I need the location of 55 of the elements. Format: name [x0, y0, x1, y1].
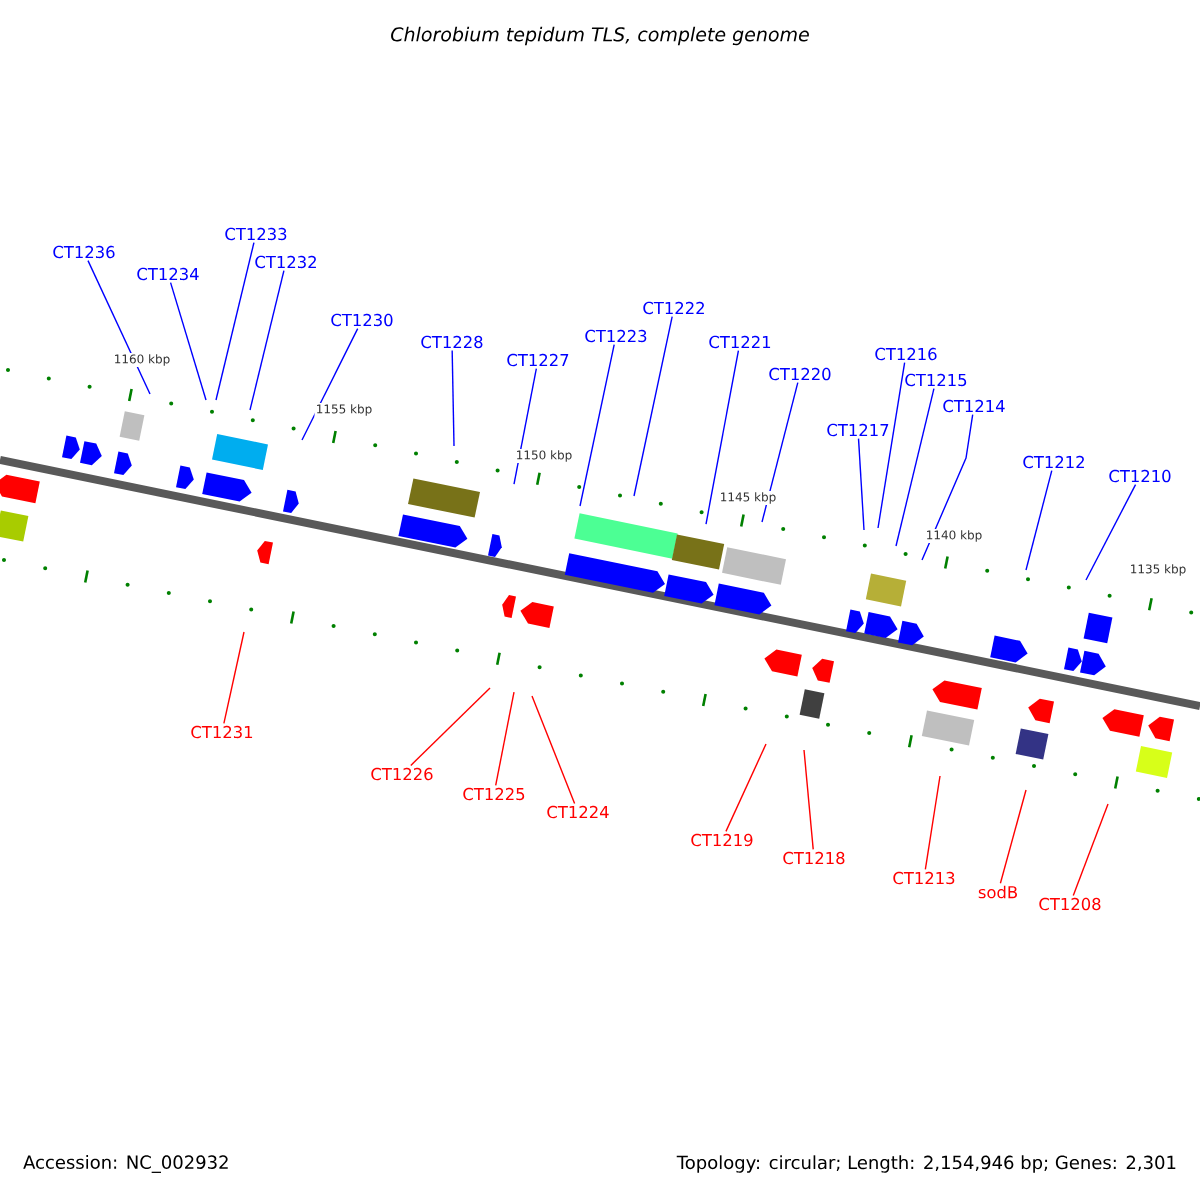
leader-line [761, 381, 799, 523]
leader-line [924, 775, 941, 871]
gene-label: CT1232 [255, 255, 316, 269]
gene-label: CT1228 [421, 335, 483, 349]
leader-line [921, 413, 974, 561]
gene-label: CT1230 [331, 313, 393, 327]
gene-label: CT1227 [507, 353, 569, 367]
gene-label: CT1220 [769, 367, 831, 381]
gene-label: CT1222 [643, 301, 704, 315]
gene-label: CT1226 [371, 767, 433, 781]
gene-label: CT1213 [893, 871, 955, 885]
leader-line [513, 367, 538, 485]
leader-line [410, 687, 491, 767]
gene-label: CT1221 [709, 335, 771, 349]
leader-line [579, 343, 615, 507]
gene-label: CT1212 [1023, 455, 1084, 469]
footer-text: Accession: NC_002932 [23, 1155, 228, 1173]
gene-label: CT1217 [827, 423, 889, 437]
leader-line [215, 241, 255, 401]
gene-label: CT1218 [783, 851, 845, 865]
gene-label: CT1224 [547, 805, 609, 819]
leader-line [223, 631, 245, 725]
leader-line [87, 259, 151, 395]
leader-line [725, 743, 767, 833]
leader-line [301, 327, 359, 441]
gene-label: CT1215 [905, 373, 967, 387]
leader-line [857, 437, 865, 531]
gene-label: CT1214 [943, 399, 1005, 413]
gene-label: CT1223 [585, 329, 647, 343]
leader-line [1085, 483, 1137, 581]
gene-label: CT1231 [191, 725, 253, 739]
gene-label: CT1233 [225, 227, 287, 241]
leader-line [803, 749, 814, 851]
gene-label: CT1208 [1039, 897, 1101, 911]
leader-line [877, 361, 906, 529]
leader-line [495, 691, 515, 787]
footer-text: Topology: circular; Length: 2,154,946 bp; Genes: 2,301 [676, 1155, 1176, 1173]
gene-label: CT1234 [137, 267, 199, 281]
leader-line [999, 789, 1027, 884]
leader-line [633, 315, 673, 497]
leader-line [169, 281, 207, 401]
leader-line [1072, 803, 1109, 897]
title: Chlorobium tepidum TLS, complete genome [391, 26, 809, 46]
leader-line [1025, 469, 1053, 571]
leader-line [705, 349, 740, 525]
leader-line [249, 269, 285, 411]
gene-label: CT1236 [53, 245, 115, 259]
gene-label: CT1219 [691, 833, 753, 847]
gene-label: CT1216 [875, 347, 937, 361]
gene-label: sodB [978, 885, 1017, 899]
leader-line [895, 387, 935, 547]
gene-label: CT1210 [1109, 469, 1171, 483]
leader-line [451, 349, 455, 447]
gene-label: CT1225 [463, 787, 525, 801]
leader-line [531, 695, 576, 805]
